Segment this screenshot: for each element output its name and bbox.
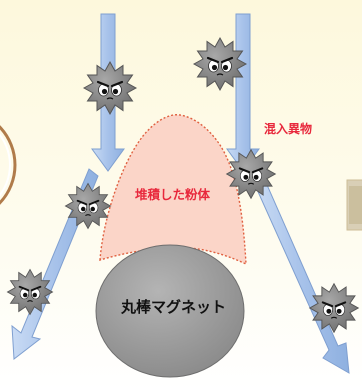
- accumulated-powder-label: 堆積した粉体: [135, 187, 211, 202]
- rod-magnet-label: 丸棒マグネット: [121, 298, 227, 316]
- rod-magnet: [95, 244, 245, 378]
- foreign-matter-label: 混入異物: [264, 122, 313, 136]
- partial-circle-left: [0, 125, 17, 205]
